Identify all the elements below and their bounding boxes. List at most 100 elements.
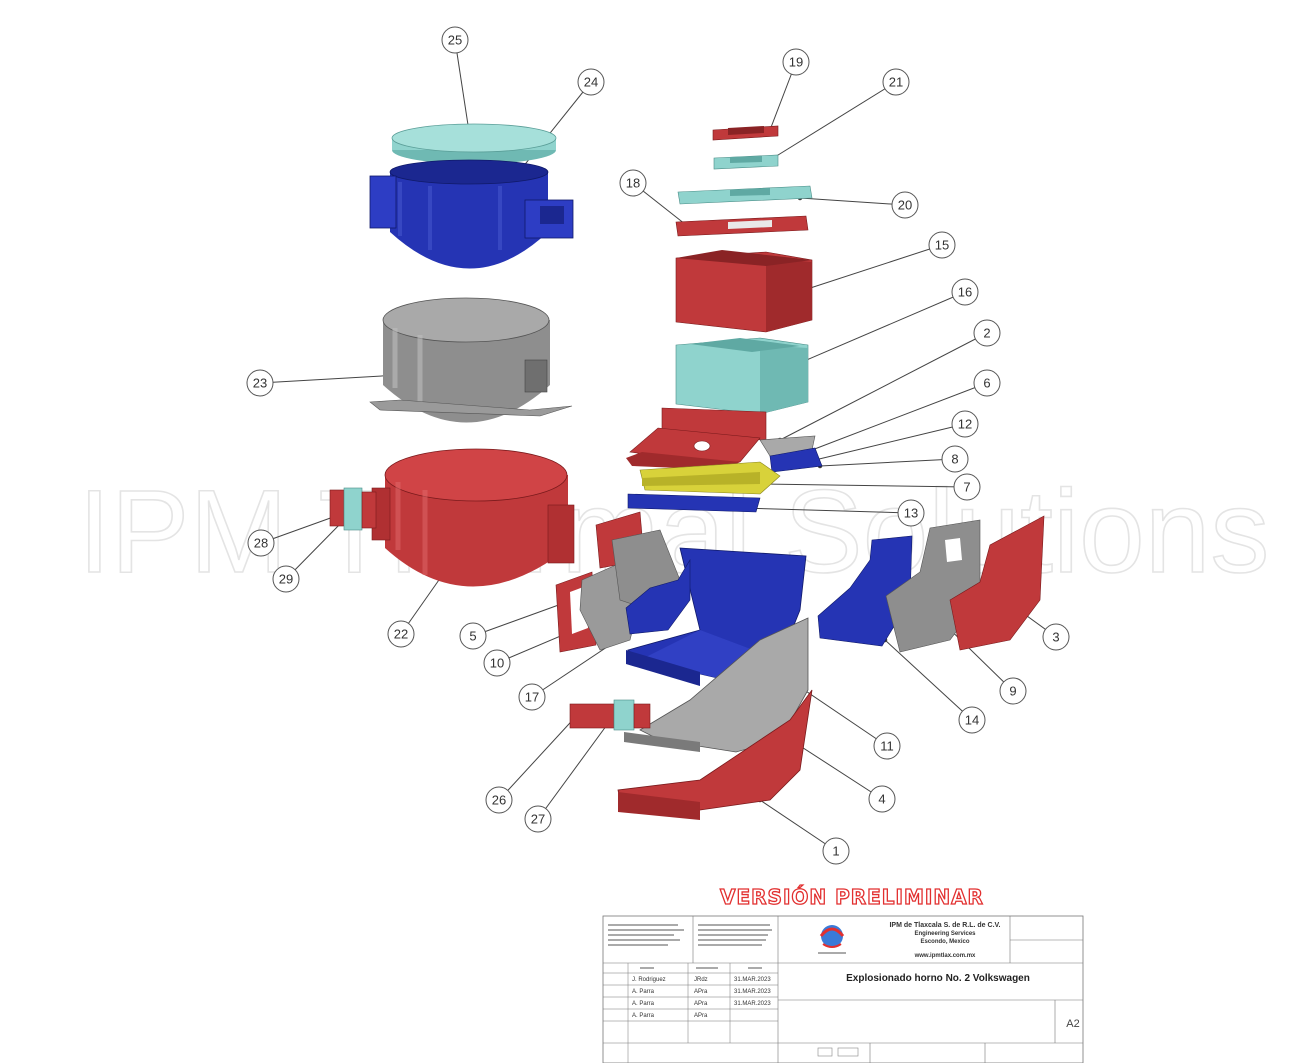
balloon-number: 16: [958, 285, 972, 300]
balloon-22: 22: [387, 620, 415, 648]
balloon-number: 13: [904, 506, 918, 521]
revision-name: A. Parra: [632, 989, 655, 995]
balloon-circle: [619, 169, 647, 197]
leader-line-21: [769, 81, 897, 161]
balloon-18: 18: [619, 169, 647, 197]
balloon-1: 1: [822, 837, 850, 865]
balloon-number: 24: [584, 75, 598, 90]
balloon-number: 26: [492, 793, 506, 808]
balloon-number: 6: [983, 376, 990, 391]
balloon-24: 24: [577, 68, 605, 96]
balloon-number: 1: [832, 844, 839, 859]
balloon-number: 19: [789, 55, 803, 70]
balloon-7: 7: [953, 473, 981, 501]
part-15-red-box: [675, 250, 813, 333]
balloon-21: 21: [882, 68, 910, 96]
leader-line-29: [285, 519, 345, 580]
balloon-circle: [897, 499, 925, 527]
part-3-red-panel: [949, 515, 1045, 651]
balloon-circle: [1042, 623, 1070, 651]
title-block: IPM de Tlaxcala S. de R.L. de C.V. Engin…: [602, 915, 1084, 1063]
balloon-17: 17: [518, 683, 546, 711]
balloon-25: 25: [441, 26, 469, 54]
balloon-10: 10: [483, 649, 511, 677]
part-2-bracket: [626, 407, 767, 470]
balloon-number: 4: [878, 792, 885, 807]
balloon-23: 23: [246, 369, 274, 397]
company-name: IPM de Tlaxcala S. de R.L. de C.V.: [889, 922, 1000, 929]
balloon-29: 29: [272, 565, 300, 593]
balloon-number: 28: [254, 536, 268, 551]
company-line3: Escondo, Mexico: [920, 939, 969, 945]
revision-initials: APra: [694, 1001, 708, 1007]
balloon-number: 10: [490, 656, 504, 671]
balloon-circle: [272, 565, 300, 593]
balloon-number: 14: [965, 713, 979, 728]
part-1-red-trough: [617, 689, 813, 820]
balloon-28: 28: [247, 529, 275, 557]
balloon-4: 4: [868, 785, 896, 813]
revision-date: 31.MAR.2023: [734, 989, 771, 995]
sheet-size: A2: [1066, 1018, 1079, 1030]
part-4-gray-trough: [624, 617, 809, 753]
balloon-circle: [459, 622, 487, 650]
part-24-blue-drum: [369, 159, 574, 269]
balloon-9: 9: [999, 677, 1027, 705]
balloon-circle: [958, 706, 986, 734]
balloon-12: 12: [951, 410, 979, 438]
balloon-circle: [928, 231, 956, 259]
company-website: www.ipmtlax.com.mx: [914, 953, 976, 959]
balloon-27: 27: [524, 805, 552, 833]
balloon-circle: [387, 620, 415, 648]
balloon-5: 5: [459, 622, 487, 650]
company-line2: Engineering Services: [914, 931, 976, 937]
balloon-20: 20: [891, 191, 919, 219]
part-25-lid: [391, 123, 557, 164]
balloon-number: 8: [951, 452, 958, 467]
balloon-8: 8: [941, 445, 969, 473]
balloon-number: 20: [898, 198, 912, 213]
balloon-circle: [524, 805, 552, 833]
balloon-15: 15: [928, 231, 956, 259]
balloon-circle: [891, 191, 919, 219]
balloon-16: 16: [951, 278, 979, 306]
part-14-blue-elbow: [817, 535, 913, 647]
balloon-circle: [518, 683, 546, 711]
part-13-plate: [627, 493, 761, 513]
balloon-2: 2: [973, 319, 1001, 347]
leader-line-1: [759, 799, 837, 852]
balloon-circle: [868, 785, 896, 813]
leader-line-27: [537, 717, 613, 820]
preliminary-stamp: VERSIÓN PRELIMINAR: [720, 885, 984, 909]
balloon-circle: [782, 48, 810, 76]
part-7-yellow: [639, 461, 781, 495]
balloon-14: 14: [958, 706, 986, 734]
balloon-circle: [485, 786, 513, 814]
balloon-callouts: 1234567891011121314151617181920212223242…: [246, 26, 1070, 865]
balloon-13: 13: [897, 499, 925, 527]
balloon-circle: [822, 837, 850, 865]
balloon-circle: [953, 473, 981, 501]
revision-name: J. Rodriguez: [632, 977, 666, 983]
balloon-circle: [999, 677, 1027, 705]
balloon-circle: [882, 68, 910, 96]
balloon-number: 15: [935, 238, 949, 253]
leader-line-13: [739, 507, 912, 514]
balloon-number: 22: [394, 627, 408, 642]
balloon-circle: [951, 410, 979, 438]
balloon-3: 3: [1042, 623, 1070, 651]
balloon-19: 19: [782, 48, 810, 76]
part-20-plate: [677, 185, 813, 205]
revision-date: 31.MAR.2023: [734, 977, 771, 983]
part-17-blue-elbow: [625, 558, 691, 635]
part-18-plate: [675, 215, 809, 237]
part-28-29-flanges: [329, 487, 377, 531]
balloon-number: 2: [983, 326, 990, 341]
part-26-27-flange: [569, 699, 651, 731]
balloon-number: 21: [889, 75, 903, 90]
drawing-title: Explosionado horno No. 2 Volkswagen: [846, 973, 1030, 984]
revision-initials: APra: [694, 1013, 708, 1019]
company-logo: [818, 925, 846, 954]
